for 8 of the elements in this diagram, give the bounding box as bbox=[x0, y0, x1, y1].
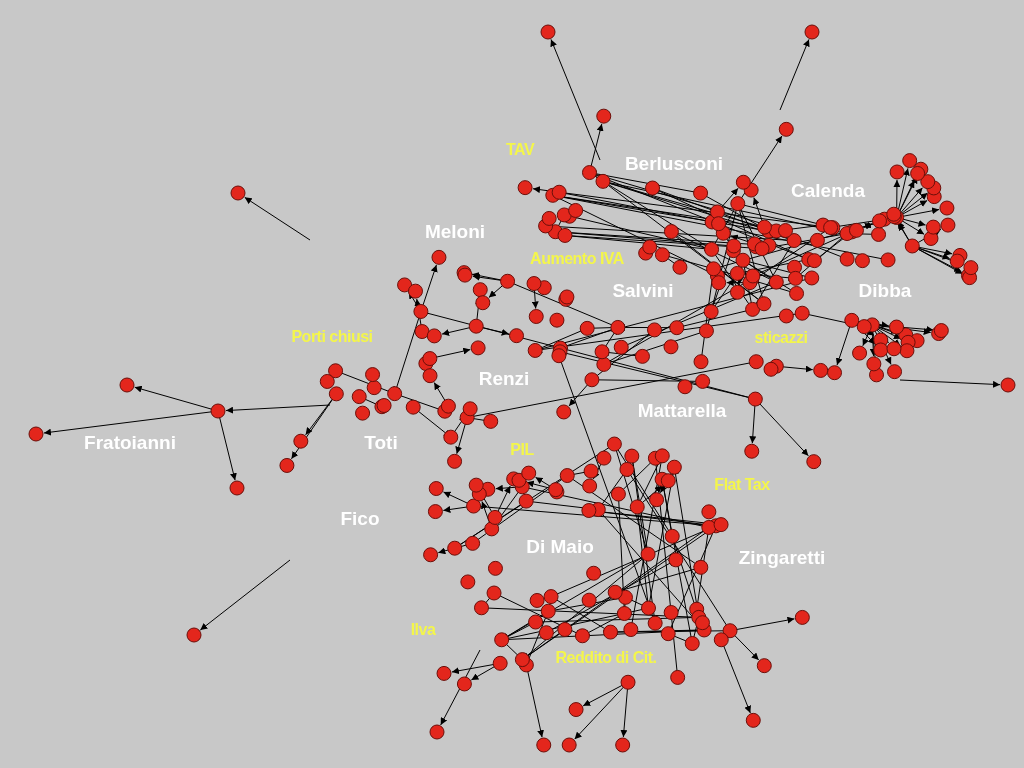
topic-label: Porti chiusi bbox=[291, 329, 373, 345]
topic-label: Ilva bbox=[410, 622, 436, 638]
topic-label: sticazzi bbox=[754, 330, 808, 346]
topic-label: Aumento IVA bbox=[530, 251, 624, 267]
topic-label: TAV bbox=[505, 142, 535, 158]
topic-label: Flat Tax bbox=[714, 477, 770, 493]
topic-label: PIL bbox=[510, 442, 534, 458]
topic-label: Reddito di Cit. bbox=[555, 650, 657, 666]
